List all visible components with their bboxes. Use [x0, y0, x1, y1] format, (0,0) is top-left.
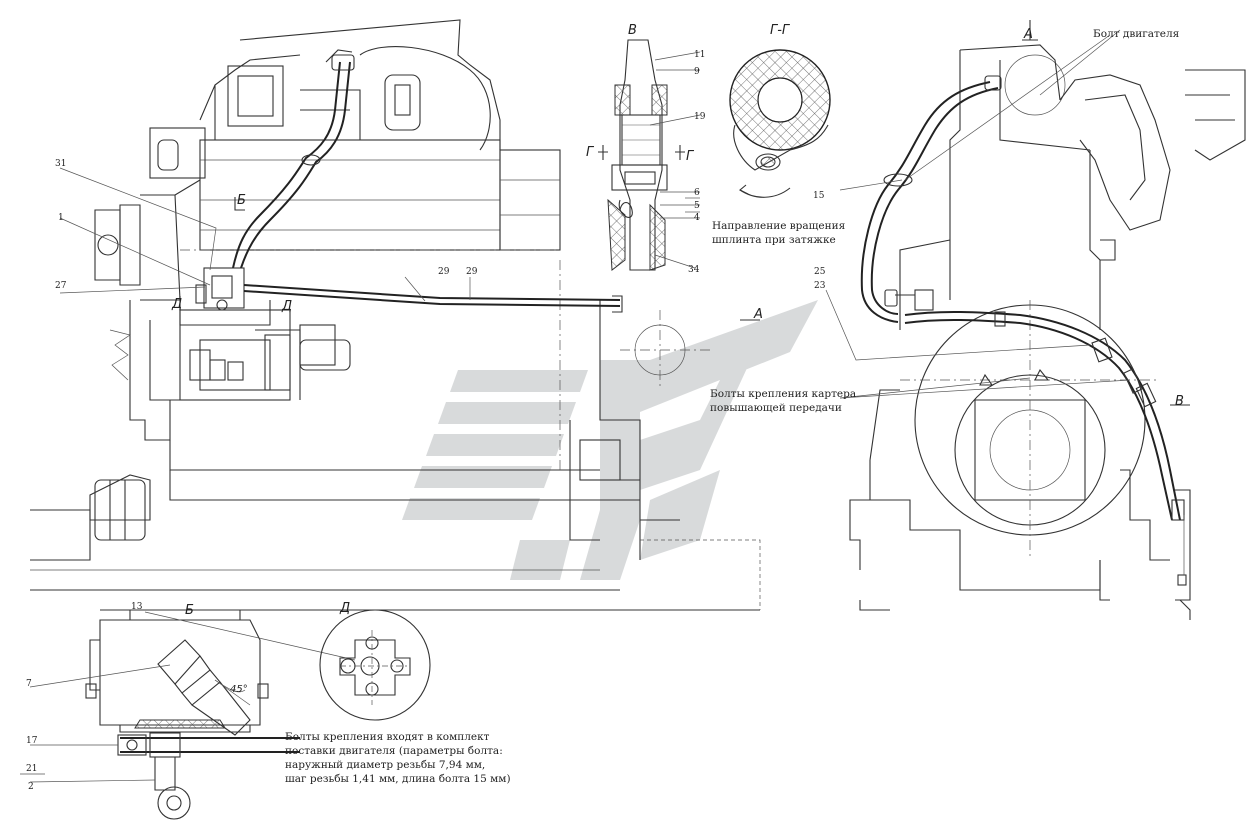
view-label-d-detail: Д: [339, 601, 350, 616]
callout-19: 19: [694, 112, 706, 122]
callout-11: 11: [694, 50, 705, 60]
note-supply-line4: шаг резьбы 1,41 мм, длина болта 15 мм): [285, 773, 511, 785]
note-rotation-line2: шплинта при затяжке: [712, 234, 836, 246]
main-engine-view: [30, 19, 761, 611]
callout-31: 31: [55, 159, 66, 169]
note-supply-line2: поставки двигателя (параметры болта:: [285, 745, 503, 757]
callout-5: 5: [694, 201, 700, 211]
callout-21: 21: [26, 764, 37, 774]
drawing-labels: А А Б Б В В Г-Г Г Г Д Д Д 45° 31 1 27 29…: [26, 23, 1184, 792]
callout-15: 15: [813, 191, 825, 201]
callout-25: 25: [814, 267, 826, 277]
note-gearbox-line2: повышающей передачи: [710, 402, 842, 414]
callout-27: 27: [55, 281, 67, 291]
callout-2: 2: [28, 782, 34, 792]
view-label-b-detail: Б: [185, 603, 194, 618]
callout-6: 6: [694, 188, 700, 198]
callout-23: 23: [814, 281, 826, 291]
callout-9: 9: [694, 67, 700, 77]
callout-34: 34: [688, 265, 700, 275]
callout-1: 1: [58, 213, 64, 223]
view-label-v-right: В: [1175, 394, 1184, 409]
note-supply-line1: Болты крепления входят в комплект: [285, 731, 490, 743]
callout-17: 17: [26, 736, 38, 746]
right-engine-view: [825, 20, 1246, 620]
callout-13: 13: [131, 602, 143, 612]
view-label-g-right: Г: [686, 149, 695, 164]
section-label-g-g: Г-Г: [770, 23, 791, 38]
callout-7: 7: [26, 679, 32, 689]
callout-29b: 29: [466, 267, 478, 277]
note-gearbox-line1: Болты крепления картера: [710, 388, 856, 400]
view-label-d-right: Д: [281, 299, 292, 314]
view-label-d-left: Д: [171, 297, 182, 312]
view-label-b-main: Б: [237, 193, 246, 208]
view-label-v-top: В: [628, 23, 637, 38]
view-label-a-mid: А: [753, 307, 763, 322]
angle-label: 45°: [230, 684, 248, 695]
detail-d-view: [319, 609, 431, 721]
section-g-view: [729, 49, 831, 198]
section-v-view: [598, 39, 701, 271]
note-engine-bolt: Болт двигателя: [1093, 28, 1180, 40]
callout-4: 4: [694, 213, 700, 223]
note-rotation-line1: Направление вращения: [712, 220, 846, 232]
view-label-g-left: Г: [586, 145, 595, 160]
view-label-a-top: А: [1023, 27, 1033, 42]
note-supply-line3: наружный диаметр резьбы 7,94 мм,: [285, 759, 485, 771]
detail-b-view: [20, 609, 356, 820]
callout-29a: 29: [438, 267, 450, 277]
